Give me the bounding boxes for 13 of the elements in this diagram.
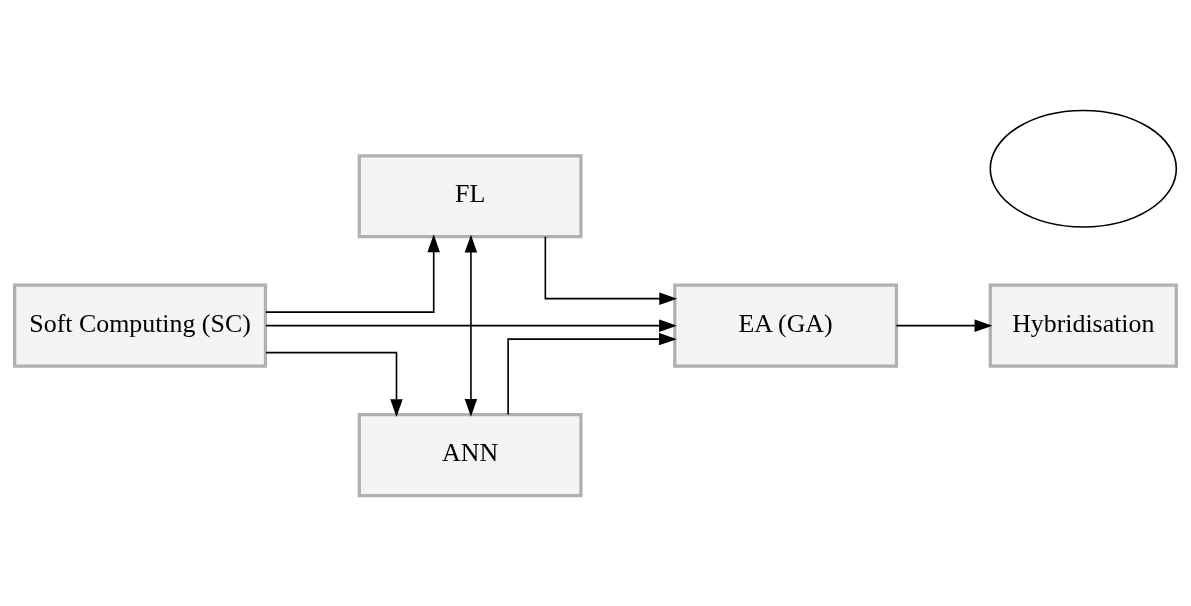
- arrow: [507, 332, 677, 416]
- node-ellipse: [989, 109, 1178, 228]
- node-box: EA (GA): [673, 283, 899, 368]
- arrow: [265, 351, 403, 418]
- node-box: FL: [357, 154, 583, 239]
- arrow: [544, 235, 678, 305]
- node-box: Hybridisation: [988, 283, 1178, 368]
- arrow: [265, 234, 440, 313]
- arrow: [464, 234, 478, 417]
- node-box: Soft Computing (SC): [13, 283, 268, 368]
- node-box: ANN: [357, 413, 583, 498]
- arrow: [265, 319, 677, 332]
- arrow: [895, 319, 993, 332]
